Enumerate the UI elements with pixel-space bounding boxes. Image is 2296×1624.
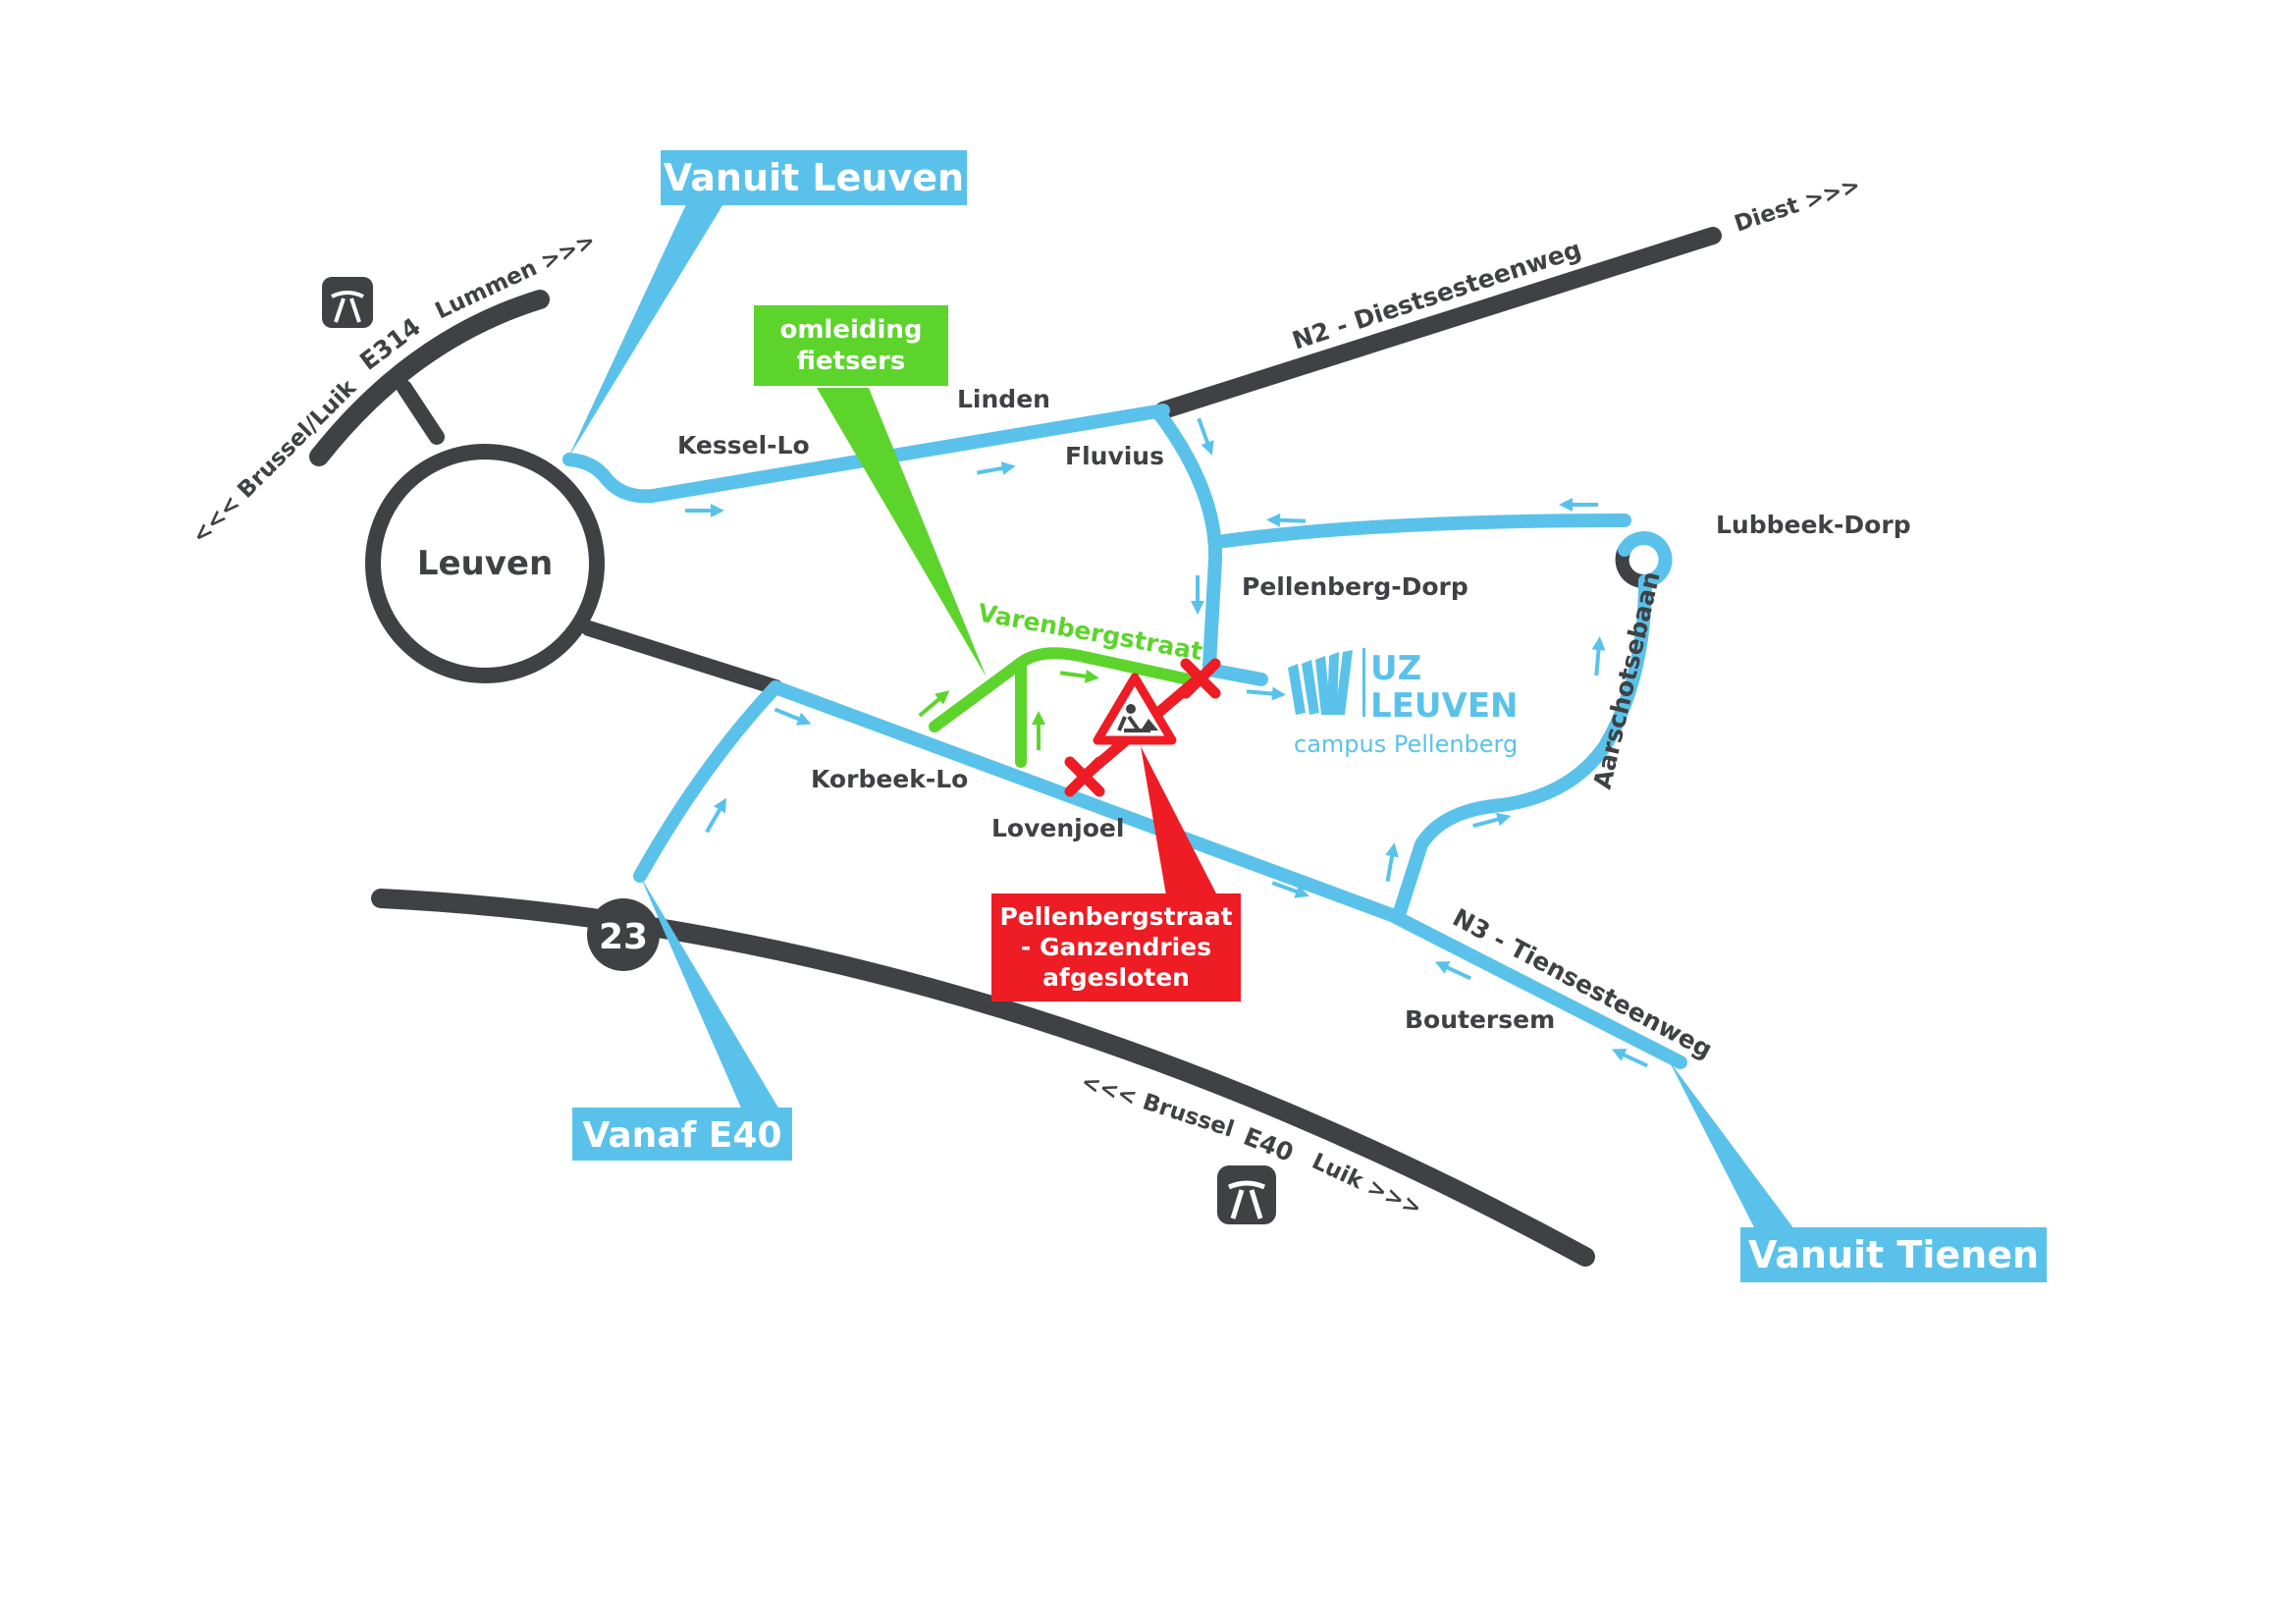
callout-omleiding-fietsers: omleiding fietsers (754, 305, 948, 386)
place-lubbeek-dorp: Lubbeek-Dorp (1716, 511, 1911, 539)
uz-leuven-emblem-icon (1288, 650, 1353, 715)
route-n3 (769, 680, 1687, 1069)
direction-arrow-icon (1197, 417, 1214, 456)
motorway-icon (322, 277, 373, 328)
place-fluvius: Fluvius (1065, 442, 1164, 470)
route-hospital-access (1202, 663, 1268, 686)
road-e314-connector (397, 380, 445, 445)
place-lovenjoel: Lovenjoel (991, 814, 1124, 842)
callout-afgesloten-line2: - Ganzendries (1021, 933, 1211, 961)
road-n2 (1154, 227, 1722, 419)
road-leuven-korbeek (581, 621, 783, 695)
exit-23-label: 23 (599, 917, 648, 957)
direction-arrow-icon (1591, 636, 1606, 677)
route-kessel-lo (562, 404, 1170, 504)
callout-vanuit-leuven: Vanuit Leuven (661, 150, 967, 205)
uz-leuven-logo: UZ LEUVEN campus Pellenberg (1288, 648, 1519, 758)
green-detour (929, 647, 1203, 768)
roadworks-warning-icon (1093, 673, 1177, 745)
pointer-vanaf-e40 (640, 876, 785, 1119)
callout-afgesloten-line3: afgesloten (1042, 963, 1190, 992)
uz-logo-subtitle: campus Pellenberg (1294, 731, 1518, 758)
road-label-n3: N3 - Tiensesteenweg (1448, 903, 1717, 1064)
direction-arrow-icon (1032, 711, 1045, 750)
uz-logo-line2: LEUVEN (1370, 686, 1519, 726)
direction-arrows (685, 417, 1648, 1068)
direction-arrow-icon (1472, 812, 1512, 829)
closure (1064, 658, 1221, 797)
callout-afgesloten: Pellenbergstraat - Ganzendries afgeslote… (991, 893, 1241, 1001)
motorway-icon (1217, 1165, 1276, 1224)
leuven-ring (365, 444, 605, 683)
place-boutersem: Boutersem (1405, 1005, 1555, 1034)
road-label-aarschotsebaan: Aarschotsebaan (1588, 568, 1666, 791)
place-pellenberg-dorp: Pellenberg-Dorp (1242, 572, 1468, 601)
callout-vanuit-leuven-text: Vanuit Leuven (664, 156, 964, 199)
pointer-afgesloten (1141, 746, 1217, 895)
callout-afgesloten-line1: Pellenbergstraat (999, 902, 1232, 931)
blue-routes (562, 404, 1687, 1069)
callout-vanaf-e40-text: Vanaf E40 (583, 1115, 782, 1156)
route-fluvius-pellenberg (1151, 406, 1223, 673)
direction-arrow-icon (1559, 498, 1598, 512)
direction-arrow-icon (1385, 842, 1399, 883)
uz-logo-line1: UZ (1370, 649, 1421, 688)
direction-arrow-icon (1266, 513, 1307, 527)
direction-arrow-icon (1271, 881, 1309, 898)
place-kessel-lo: Kessel-Lo (677, 431, 810, 460)
direction-arrow-icon (705, 797, 726, 834)
callout-omleiding-line2: fietsers (797, 347, 906, 376)
callout-vanuit-tienen: Vanuit Tienen (1740, 1227, 2047, 1282)
road-label-e40: E40 (1240, 1122, 1298, 1167)
place-leuven: Leuven (417, 544, 553, 583)
callout-vanuit-tienen-text: Vanuit Tienen (1748, 1233, 2039, 1276)
dark-roads (309, 227, 1722, 1267)
pointer-vanuit-tienen (1669, 1060, 1794, 1229)
callout-omleiding-line1: omleiding (779, 315, 922, 345)
direction-arrow-icon (774, 707, 812, 726)
direction-arrow-icon (1611, 1049, 1648, 1068)
direction-arrow-icon (1059, 669, 1099, 683)
road-closed-cross-icon (1180, 658, 1221, 699)
place-korbeek-lo: Korbeek-Lo (811, 765, 968, 793)
pointer-omleiding (817, 388, 987, 677)
road-e40 (371, 889, 1595, 1267)
lubbeek-roundabout (1618, 531, 1673, 588)
callout-vanaf-e40: Vanaf E40 (572, 1108, 792, 1161)
direction-arrow-icon (1246, 686, 1286, 701)
direction-arrow-icon (685, 504, 724, 517)
route-pellenberg-lubbeek (1210, 514, 1631, 549)
road-label-diest: Diest >>> (1732, 173, 1864, 238)
route-aarschotsebaan (1392, 574, 1652, 922)
exit-23-badge: 23 (587, 898, 660, 971)
road-label-brussel-luik: <<< Brussel/Luik (187, 375, 362, 550)
direction-arrow-icon (918, 690, 950, 718)
pointer-vanuit-leuven (567, 202, 724, 460)
direction-arrow-icon (1191, 575, 1204, 615)
direction-arrow-icon (976, 461, 1016, 475)
direction-arrow-icon (1434, 961, 1471, 981)
place-linden: Linden (957, 385, 1050, 413)
route-e40-korbeek (633, 680, 782, 883)
road-closed-cross-icon (1064, 756, 1105, 797)
road-e314 (309, 290, 550, 466)
